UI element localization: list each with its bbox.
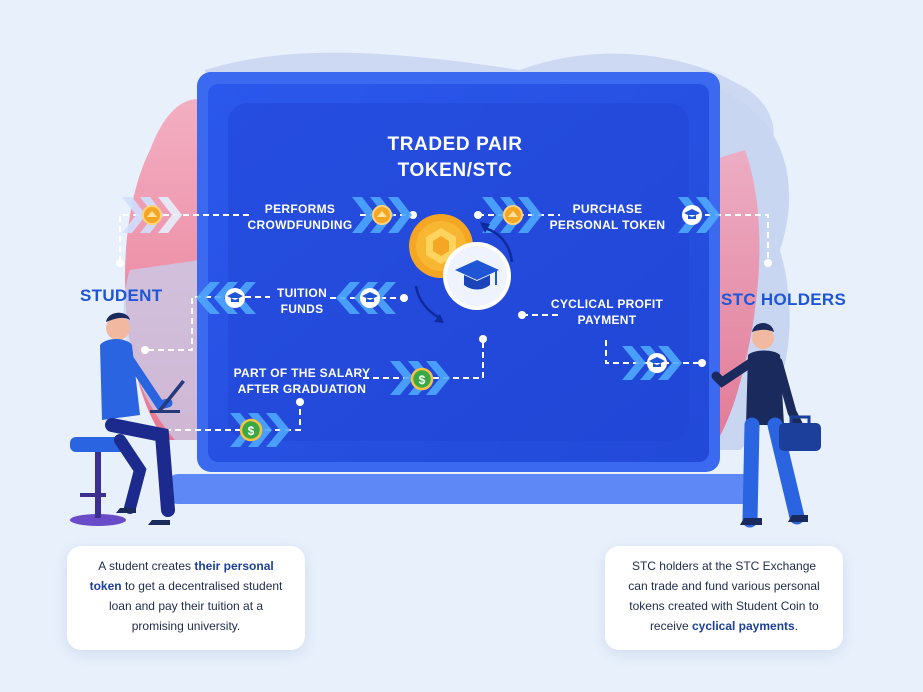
swap-arrows	[414, 226, 514, 320]
graduation-cap-icon	[225, 288, 245, 308]
crowdfunding-line-1: PERFORMS	[264, 202, 336, 216]
graduation-cap-icon	[682, 205, 702, 225]
arrow-head	[434, 314, 444, 323]
salary-line-2: AFTER GRADUATION	[237, 382, 367, 396]
holders-description-card: STC holders at the STC Exchange can trad…	[605, 546, 843, 650]
holders-card-bold: cyclical payments	[691, 619, 795, 633]
central-cap-icon	[443, 242, 511, 310]
student-label: STUDENT	[80, 286, 163, 305]
svg-text:$: $	[419, 373, 426, 387]
graduation-cap-icon	[647, 353, 667, 373]
token-coin-icon	[142, 205, 162, 225]
holders-card-text: STC holders at the STC Exchange can trad…	[628, 559, 820, 633]
label-salary: PART OF THE SALARY AFTER GRADUATION	[232, 365, 372, 397]
diagram-title: TRADED PAIR TOKEN/STC	[300, 132, 610, 184]
label-tuition-funds: TUITION FUNDS	[262, 285, 342, 317]
label-cyclical-profit: CYCLICAL PROFIT PAYMENT	[547, 296, 667, 328]
stc-holder-figure	[711, 323, 821, 528]
token-coin-icon	[372, 205, 392, 225]
student-description-card: A student creates their personal token t…	[67, 546, 305, 650]
profit-line-1: CYCLICAL PROFIT	[550, 297, 664, 311]
label-crowdfunding: PERFORMS CROWDFUNDING	[230, 201, 370, 233]
dollar-coin-icon: $	[239, 418, 263, 442]
token-coin-icon	[503, 205, 523, 225]
student-figure	[70, 312, 185, 526]
dollar-coin-icon: $	[410, 367, 434, 391]
title-line-1: TRADED PAIR	[387, 134, 523, 155]
svg-text:$: $	[248, 424, 255, 438]
label-purchase-token: PURCHASE PERSONAL TOKEN	[545, 201, 670, 233]
student-card-bold: their personal token	[89, 559, 274, 593]
tuition-line-2: FUNDS	[280, 302, 324, 316]
holders-card-text-end: .	[794, 619, 799, 633]
crowdfunding-line-2: CROWDFUNDING	[247, 218, 353, 232]
salary-line-1: PART OF THE SALARY	[233, 366, 371, 380]
purchase-line-2: PERSONAL TOKEN	[549, 218, 666, 232]
title-line-2: TOKEN/STC	[397, 160, 513, 181]
purchase-line-1: PURCHASE	[572, 202, 643, 216]
flow-dots	[116, 211, 772, 406]
tuition-line-1: TUITION	[276, 286, 328, 300]
graduation-cap-icon	[360, 288, 380, 308]
arrow-head	[480, 222, 490, 233]
stc-holders-label: STC HOLDERS	[721, 290, 847, 309]
profit-line-2: PAYMENT	[577, 313, 637, 327]
student-card-text-end: to get a decentralised student loan and …	[108, 579, 283, 633]
monitor-stand	[168, 474, 754, 504]
student-card-text: A student creates	[98, 559, 195, 573]
